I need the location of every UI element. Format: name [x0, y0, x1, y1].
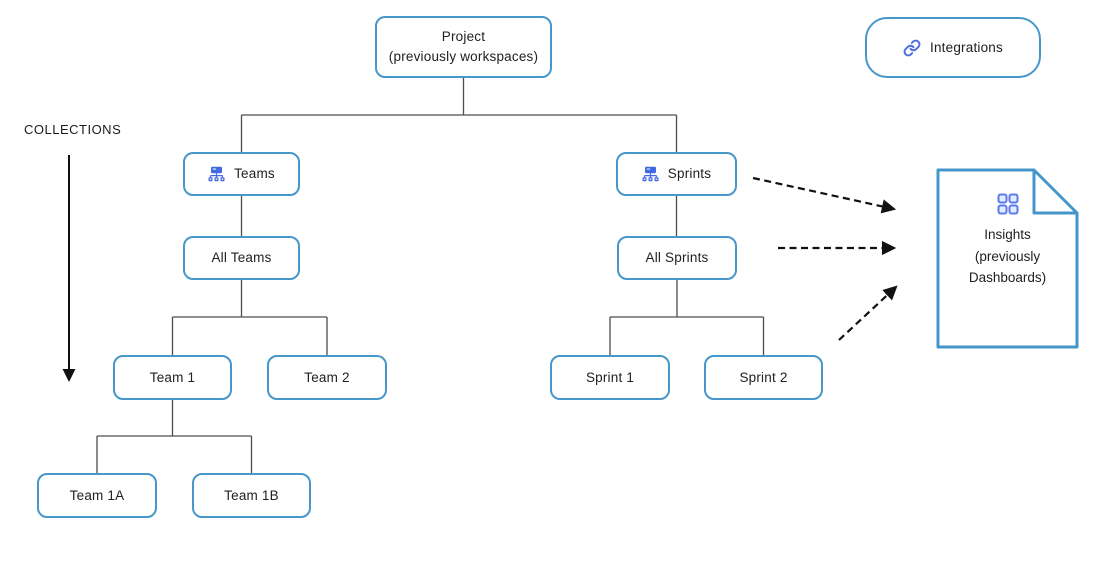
arrow-sprints-to-insights [752, 176, 897, 214]
connector-team1-children [96, 400, 253, 473]
node-project-label: Project (previously workspaces) [388, 29, 539, 64]
connector-project-children [240, 78, 678, 152]
node-team-2-label: Team 2 [304, 369, 350, 385]
node-sprint-2-label: Sprint 2 [739, 369, 788, 385]
node-sprint-1: Sprint 1 [550, 355, 670, 400]
arrow-sprint2-to-insights [838, 285, 898, 341]
node-team-1b: Team 1B [192, 473, 311, 518]
grid-icon [997, 193, 1019, 215]
sitemap-icon [208, 166, 225, 182]
node-team-1a-label: Team 1A [69, 487, 125, 503]
node-sprints: Sprints [616, 152, 737, 196]
node-team-1: Team 1 [113, 355, 232, 400]
node-sprint-2: Sprint 2 [704, 355, 823, 400]
node-teams-label: Teams [234, 166, 275, 182]
node-insights-label: Insights (previously Dashboards) [968, 227, 1047, 286]
sitemap-icon [642, 166, 659, 182]
node-team-1a: Team 1A [37, 473, 157, 518]
node-integrations: Integrations [865, 17, 1041, 78]
node-sprint-1-label: Sprint 1 [585, 369, 635, 385]
node-team-2: Team 2 [267, 355, 387, 400]
node-insights: Insights (previously Dashboards) [939, 193, 1076, 289]
connector-allsprints-children [609, 280, 765, 355]
node-project: Project (previously workspaces) [375, 16, 552, 78]
connector-allteams-children [171, 280, 328, 355]
collections-label: COLLECTIONS [24, 122, 122, 137]
link-icon [903, 39, 921, 57]
node-integrations-label: Integrations [930, 39, 1003, 55]
node-team-1-label: Team 1 [149, 369, 196, 385]
node-sprints-label: Sprints [667, 166, 712, 182]
node-all-teams-label: All Teams [211, 250, 272, 266]
node-all-sprints-label: All Sprints [645, 250, 709, 266]
node-all-teams: All Teams [183, 236, 300, 280]
node-team-1b-label: Team 1B [224, 487, 279, 503]
node-all-sprints: All Sprints [617, 236, 737, 280]
node-teams: Teams [183, 152, 300, 196]
insights-document-shape [936, 168, 1079, 349]
